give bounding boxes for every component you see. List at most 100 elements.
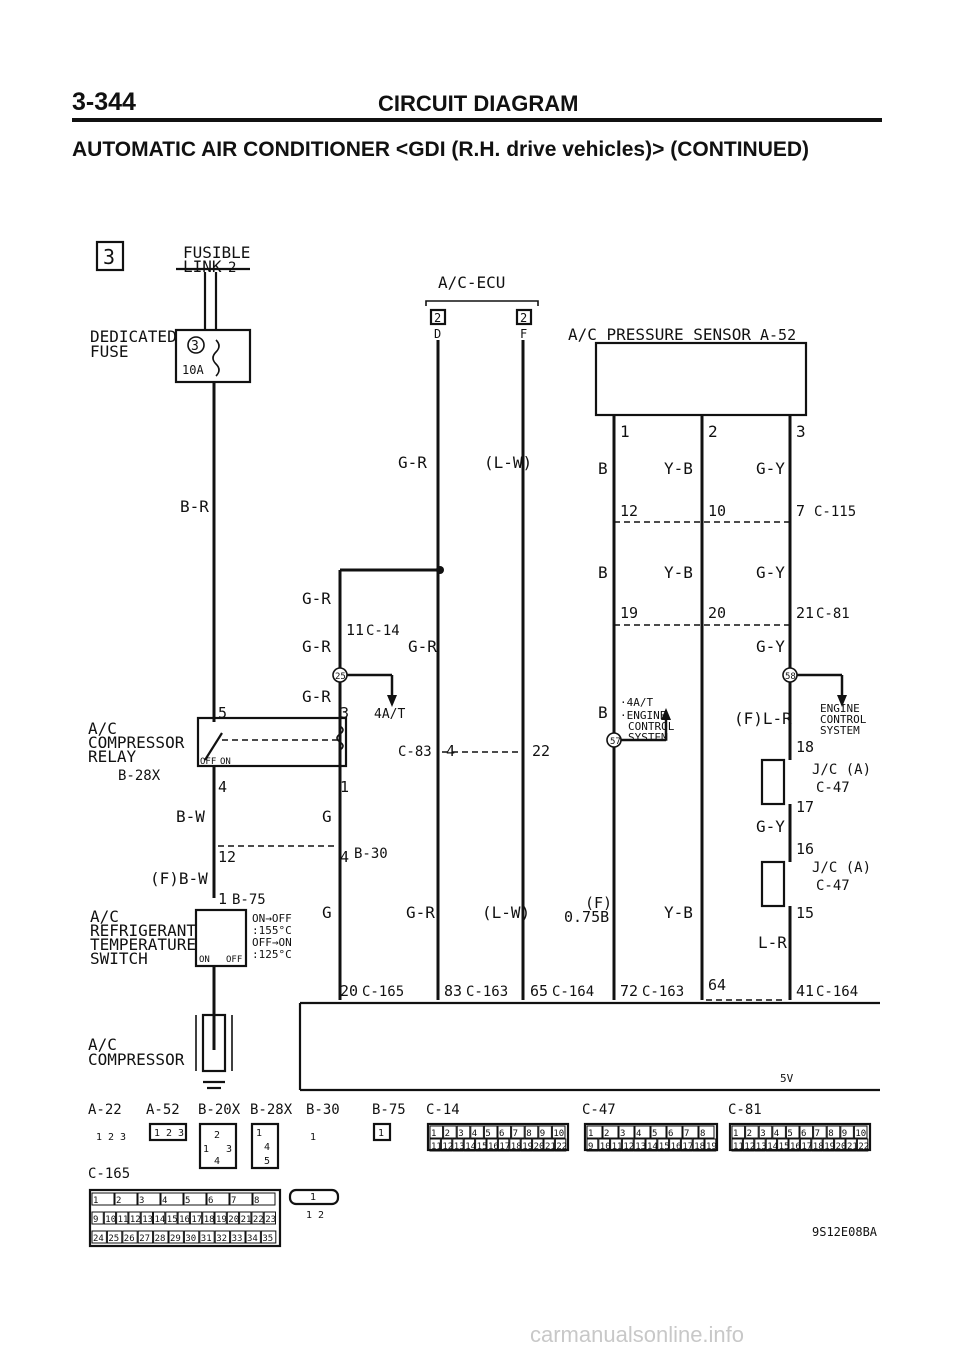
c81-bottom-pin: 17 [801,1142,812,1152]
relay-label-1: A/C [88,719,117,738]
c165-row2-pin: 15 [167,1215,178,1225]
c14-top-cell [456,1125,471,1139]
c165-row3-cell [91,1230,107,1244]
switch-spec-2: :155°C [252,924,292,937]
c47-bottom-cell [680,1138,693,1152]
c47-connector-face [583,1122,719,1152]
c47-top-pin: 3 [620,1129,625,1139]
c47-top-pin: 4 [636,1129,641,1139]
ecu-terminal-count-left: 2 [434,311,441,325]
c165-row3-pin: 28 [155,1234,166,1244]
legend-a22: A-22 [88,1102,122,1118]
c81-bottom-cell [834,1138,846,1152]
engine-control-2: CONTROL [820,713,867,726]
b75-pin-1: 1 [218,890,227,908]
c81-top-pin: 2 [747,1129,752,1139]
c165-row2-cell [251,1211,264,1225]
c81-top-cell [840,1125,854,1139]
c115-pin-12: 12 [620,502,638,520]
wire-br: B-R [180,497,209,516]
c81-top-cell [731,1125,746,1139]
c81-top-cell [785,1125,800,1139]
c14-bottom-pin: 15 [477,1142,488,1152]
fusible-link-label-2: LINK [183,257,222,276]
c14-top-cell [551,1125,566,1139]
wire-flr: (F)L-R [734,709,792,728]
b20x-pin-4: 4 [214,1156,220,1167]
jc-label-1: J/C (A) [812,762,871,778]
c81-bottom-cell [788,1138,800,1152]
c47-bottom-pin: 13 [635,1142,646,1152]
b20x-pin-2: 2 [214,1130,220,1141]
c165-row3-cell [183,1230,200,1244]
wire-fe: (F) [585,894,612,912]
c81-top-pin: 7 [815,1129,820,1139]
c47-top-cell [634,1125,651,1139]
c81-bottom-cell [811,1138,823,1152]
c165-row2-pin: 13 [142,1215,153,1225]
c165-row1-pin: 8 [254,1196,259,1206]
c165-row1-cell [252,1192,276,1206]
c165-row1-pin: 2 [116,1196,121,1206]
c14-top-pin: 3 [458,1129,463,1139]
c165-row1-cell [137,1192,161,1206]
c81-top-pin: 8 [828,1129,833,1139]
relay-on: ON [220,757,231,767]
c14-bottom-cell [440,1138,453,1152]
c165-row3-pin: 35 [262,1234,273,1244]
c165-row3-cell [260,1230,277,1244]
c165-row2-cell [202,1211,215,1225]
ecu-terminal-f: F [520,327,527,341]
c83-pin-4: 4 [446,742,455,760]
c47-top-pin: 5 [652,1129,657,1139]
switch-on: ON [199,955,210,965]
c14-top-pin: 9 [540,1129,545,1139]
b30-pin-1: 1 [310,1132,316,1143]
ac-ecu-label: A/C-ECU [438,273,505,292]
a22-pin-3: 3 [120,1132,126,1143]
c14-bottom-pin: 11 [431,1142,442,1152]
c165-row3-pin: 24 [93,1234,104,1244]
c81-top-pin: 10 [855,1129,866,1139]
c165-row3-cell [168,1230,184,1244]
c81-bottom-pin: 11 [733,1142,744,1152]
ecs-note-4: SYSTEM [628,731,668,744]
junction-57: 57 [610,737,621,747]
c47-bottom-cell [633,1138,646,1152]
switch-label-2: REFRIGERANT [90,921,196,940]
engine-control-1: ENGINE [820,702,860,715]
c47-top-cell [666,1125,683,1139]
c81-top-cell [745,1125,759,1139]
c47-bottom-cell [610,1138,622,1152]
c165-row3-cell [106,1230,123,1244]
legend-c165: C-165 [88,1166,130,1182]
c165-row3-cell [245,1230,261,1244]
c81-bottom-cell [754,1138,766,1152]
c81-bottom-pin: 22 [858,1142,869,1152]
legend-c81: C-81 [728,1102,762,1118]
watermark: carmanualsonline.info [530,1322,745,1347]
c165-row2-cell [189,1211,203,1225]
c14-label: C-14 [366,623,400,639]
c164-pin-41: 41 [796,982,814,1000]
relay-label-3: RELAY [88,747,137,766]
c81-top-cell [758,1125,773,1139]
c165-row3-pin: 29 [170,1234,181,1244]
wire-gy-1: G-Y [756,459,785,478]
page-subtitle: AUTOMATIC AIR CONDITIONER <GDI (R.H. dri… [72,138,810,161]
c164-label-1: C-164 [552,984,594,1000]
c165-row3-cell [230,1230,246,1244]
legend-b75: B-75 [372,1102,406,1118]
c165-row2-pin: 17 [191,1215,202,1225]
c165-row2-cell [177,1211,190,1225]
c165-row1-cell [183,1192,207,1206]
c14-top-cell [538,1125,552,1139]
jc-label-2: J/C (A) [812,860,871,876]
c14-top-cell [483,1125,498,1139]
c47-bottom-cell [621,1138,634,1152]
c81-top-cell [799,1125,814,1139]
ac-pressure-sensor-box [594,341,808,417]
relay-label-2: COMPRESSOR [88,733,185,752]
section-title: CIRCUIT DIAGRAM [378,91,579,116]
c165-row3-pin: 31 [201,1234,212,1244]
